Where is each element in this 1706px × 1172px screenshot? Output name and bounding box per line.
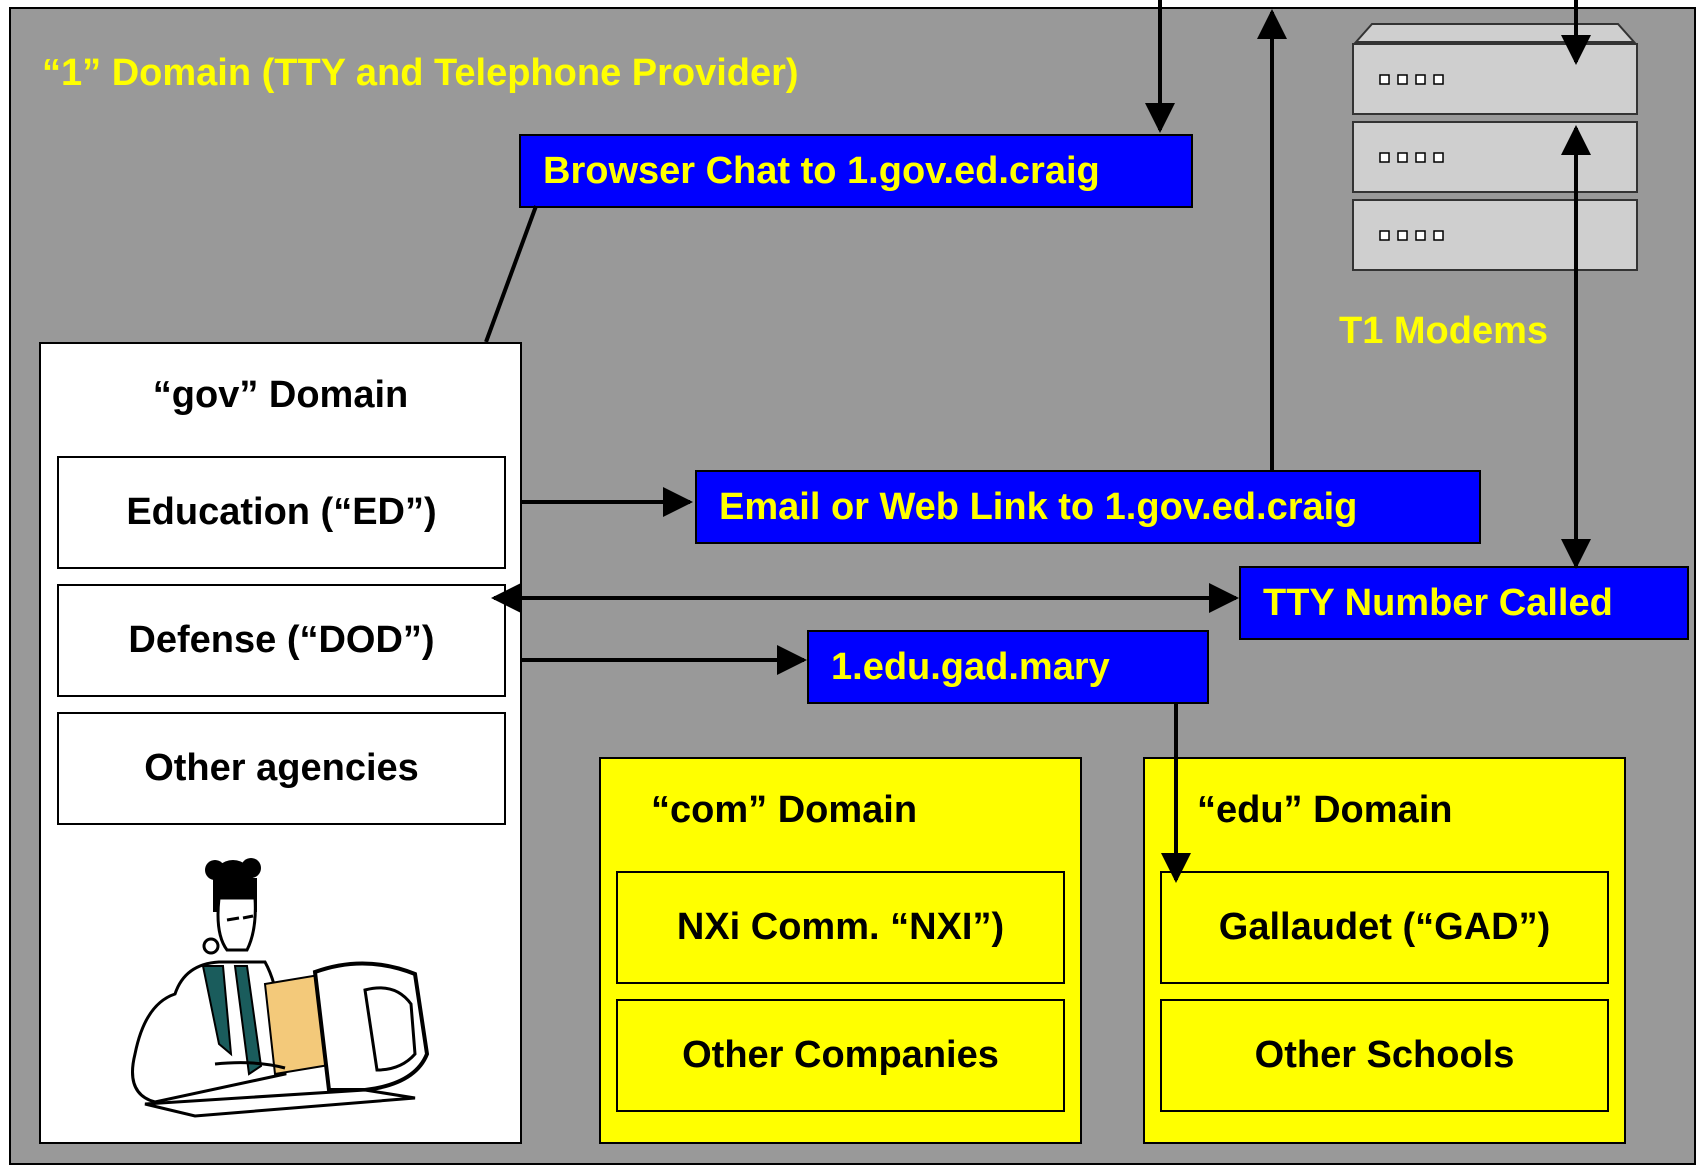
edu-item-other: Other Schools <box>1160 999 1609 1112</box>
edu-address-box: 1.edu.gad.mary <box>807 630 1209 704</box>
edu-item-label: Other Schools <box>1254 1034 1515 1076</box>
edu-item-gallaudet: Gallaudet (“GAD”) <box>1160 871 1609 984</box>
gov-item-label: Education (“ED”) <box>126 491 437 533</box>
com-item-nxi: NXi Comm. “NXI”) <box>616 871 1065 984</box>
com-item-other: Other Companies <box>616 999 1065 1112</box>
edu-domain-box: “edu” Domain Gallaudet (“GAD”) Other Sch… <box>1143 757 1626 1144</box>
gov-item-defense: Defense (“DOD”) <box>57 584 506 697</box>
person-at-computer-icon <box>131 858 430 1118</box>
edu-address-label: 1.edu.gad.mary <box>831 645 1110 688</box>
gov-item-label: Defense (“DOD”) <box>128 619 435 661</box>
gov-item-education: Education (“ED”) <box>57 456 506 569</box>
com-domain-heading: “com” Domain <box>651 789 918 831</box>
com-domain-box: “com” Domain NXi Comm. “NXI”) Other Comp… <box>599 757 1082 1144</box>
browser-chat-box: Browser Chat to 1.gov.ed.craig <box>519 134 1193 208</box>
com-item-label: NXi Comm. “NXI”) <box>676 906 1005 948</box>
gov-domain-box: “gov” Domain Education (“ED”) Defense (“… <box>39 342 522 1144</box>
gov-item-other: Other agencies <box>57 712 506 825</box>
t1-modems-label: T1 Modems <box>1339 310 1549 352</box>
tty-called-label: TTY Number Called <box>1263 581 1613 624</box>
diagram-title: “1” Domain (TTY and Telephone Provider) <box>42 52 799 94</box>
tty-called-box: TTY Number Called <box>1239 566 1689 640</box>
gov-item-label: Other agencies <box>144 747 419 789</box>
gov-domain-heading: “gov” Domain <box>152 374 409 416</box>
com-item-label: Other Companies <box>682 1034 999 1076</box>
server-stack-icon <box>1352 23 1638 271</box>
browser-chat-label: Browser Chat to 1.gov.ed.craig <box>543 149 1100 192</box>
edu-domain-heading: “edu” Domain <box>1197 789 1453 831</box>
edu-item-label: Gallaudet (“GAD”) <box>1218 906 1551 948</box>
email-link-label: Email or Web Link to 1.gov.ed.craig <box>719 485 1358 528</box>
email-link-box: Email or Web Link to 1.gov.ed.craig <box>695 470 1481 544</box>
